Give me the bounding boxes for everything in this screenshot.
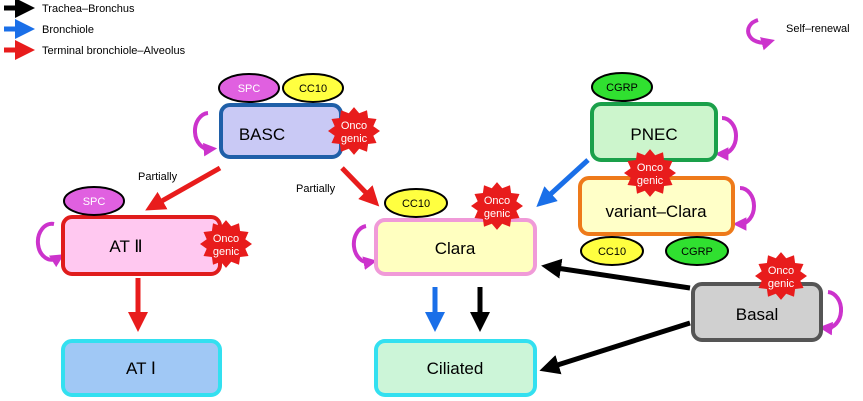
- svg-text:genic: genic: [341, 133, 368, 145]
- svg-text:genic: genic: [637, 175, 664, 187]
- self-renewal-icon: [746, 18, 775, 51]
- cell-label-pnec: PNEC: [630, 125, 677, 144]
- marker-cc10-clara: CC10: [384, 188, 448, 218]
- legend: Trachea–Bronchus Bronchiole Terminal bro…: [4, 0, 850, 60]
- marker-label-cc10-clara: CC10: [402, 198, 430, 210]
- marker-spc-basc: SPC: [218, 73, 280, 103]
- cell-label-basal: Basal: [736, 305, 779, 324]
- arrow-basal-to-ciliated: [539, 320, 691, 375]
- arrow-basc-to-clara: [340, 166, 380, 207]
- self-renewal-icon-variant-clara: [732, 186, 756, 231]
- self-renewal-icon-clara: [351, 224, 378, 270]
- self-renewal-icon-at2: [35, 221, 65, 268]
- marker-label-cc10-basc: CC10: [299, 83, 327, 95]
- marker-label-cc10-variant-clara: CC10: [598, 246, 626, 258]
- partially-label-at2: Partially: [138, 171, 178, 183]
- legend-label-trachea-bronchus: Trachea–Bronchus: [42, 3, 135, 15]
- marker-cc10-basc: CC10: [282, 73, 344, 103]
- legend-label-self-renewal: Self–renewal: [786, 23, 850, 35]
- marker-label-spc-basc: SPC: [238, 83, 261, 95]
- cell-at1: AT Ⅰ: [61, 339, 222, 397]
- marker-label-cgrp-pnec: CGRP: [606, 82, 638, 94]
- svg-text:Onco: Onco: [637, 162, 663, 174]
- oncogenic-badge-basal: Onco genic: [755, 252, 807, 300]
- cell-basal: Basal: [691, 282, 823, 342]
- marker-label-cgrp-variant-clara: CGRP: [681, 246, 713, 258]
- oncogenic-badge-variant-clara: Onco genic: [624, 149, 676, 197]
- cell-basc: BASC: [219, 103, 343, 159]
- cell-at2: AT Ⅱ: [61, 215, 222, 276]
- self-renewal-icon-basal: [818, 290, 844, 336]
- marker-cgrp-pnec: CGRP: [591, 72, 653, 102]
- arrow-pnec-to-clara: [536, 158, 590, 208]
- arrow-basc-to-at2: [145, 165, 222, 211]
- cell-ciliated: Ciliated: [374, 339, 537, 397]
- svg-text:Onco: Onco: [213, 233, 239, 245]
- marker-cgrp-variant-clara: CGRP: [665, 236, 729, 266]
- legend-item-bronchiole: Bronchiole: [4, 19, 94, 39]
- svg-text:genic: genic: [768, 278, 795, 290]
- cell-clara: Clara: [374, 218, 537, 276]
- legend-label-bronchiole: Bronchiole: [42, 24, 94, 36]
- marker-label-spc-at2: SPC: [83, 196, 106, 208]
- cell-label-ciliated: Ciliated: [427, 359, 484, 378]
- cell-label-basc: BASC: [239, 125, 285, 144]
- self-renewal-icon-pnec: [714, 116, 738, 161]
- cell-label-at1: AT Ⅰ: [126, 359, 156, 378]
- oncogenic-badge-clara: Onco genic: [471, 182, 523, 230]
- oncogenic-badge-basc: Onco genic: [328, 107, 380, 155]
- cell-pnec: PNEC: [590, 102, 718, 162]
- legend-item-trachea-bronchus: Trachea–Bronchus: [4, 0, 135, 18]
- arrow-basal-to-clara: [541, 258, 691, 291]
- cell-label-variant-clara: variant–Clara: [605, 202, 707, 221]
- svg-text:Onco: Onco: [341, 120, 367, 132]
- legend-label-terminal-bronchiole-alveolus: Terminal bronchiole–Alveolus: [42, 45, 186, 57]
- oncogenic-badge-at2: Onco genic: [200, 220, 252, 268]
- svg-text:genic: genic: [484, 208, 511, 220]
- legend-item-terminal-bronchiole-alveolus: Terminal bronchiole–Alveolus: [4, 40, 186, 60]
- svg-text:genic: genic: [213, 246, 240, 258]
- marker-cc10-variant-clara: CC10: [580, 236, 644, 266]
- lineage-arrows: Partially Partially: [128, 158, 691, 375]
- svg-text:Onco: Onco: [484, 195, 510, 207]
- cell-label-clara: Clara: [435, 239, 476, 258]
- self-renewal-loops: [35, 111, 844, 336]
- svg-text:Onco: Onco: [768, 265, 794, 277]
- marker-spc-at2: SPC: [63, 186, 125, 216]
- self-renewal-icon-basc: [192, 111, 218, 157]
- legend-item-self-renewal: Self–renewal: [746, 18, 850, 51]
- partially-label-clara: Partially: [296, 183, 336, 195]
- cell-label-at2: AT Ⅱ: [109, 237, 142, 256]
